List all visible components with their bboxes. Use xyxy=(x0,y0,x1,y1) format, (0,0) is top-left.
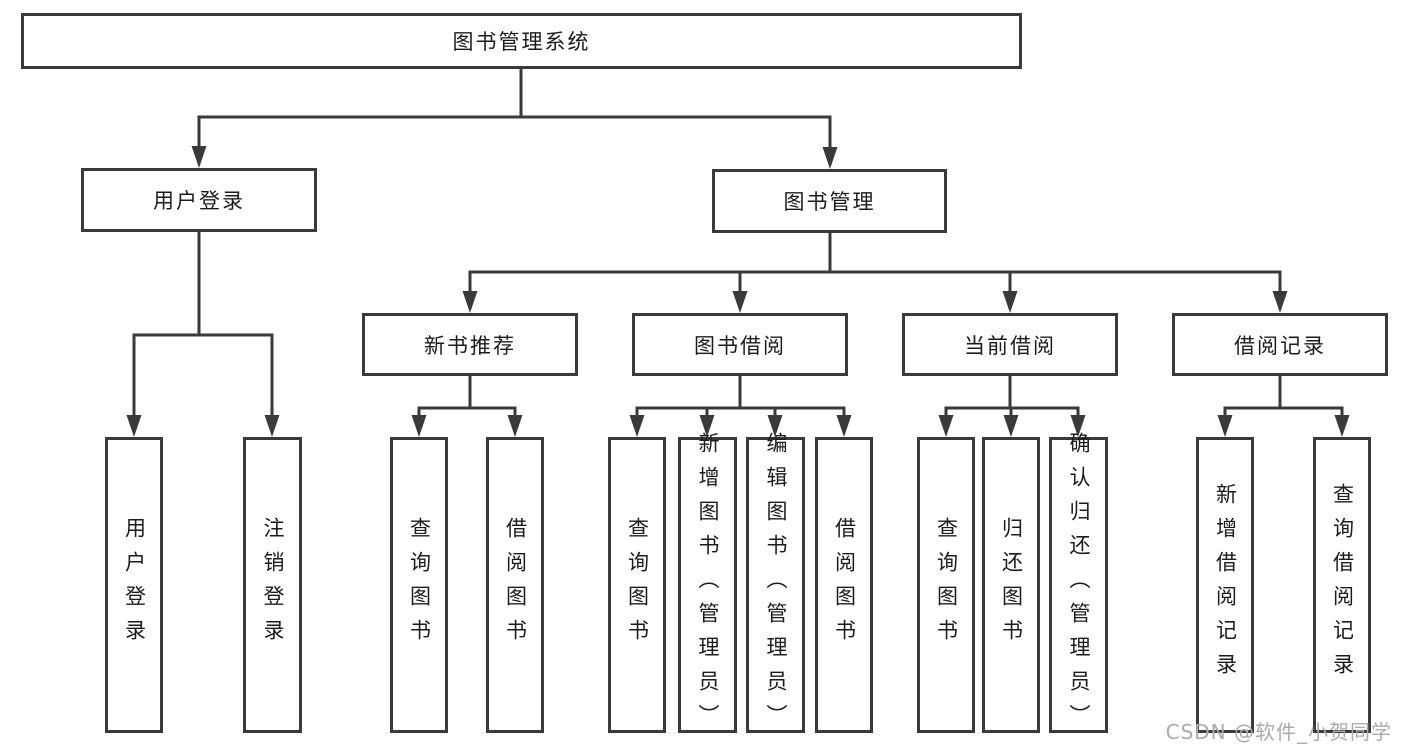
leaf-query-books-recommend: 查询图书 xyxy=(390,437,448,733)
leaf-borrow-books-label: 借阅图书 xyxy=(832,517,857,653)
node-book-borrowing: 图书借阅 xyxy=(632,313,848,376)
leaf-return-books-label: 归还图书 xyxy=(999,517,1024,653)
leaf-logout: 注销登录 xyxy=(243,437,302,733)
leaf-return-books: 归还图书 xyxy=(982,437,1040,733)
node-current-borrowing: 当前借阅 xyxy=(902,313,1118,376)
node-book-management: 图书管理 xyxy=(712,169,947,233)
leaf-query-books-borrowing: 查询图书 xyxy=(608,437,666,733)
node-new-book-recommend: 新书推荐 xyxy=(362,313,578,376)
node-library-management-system: 图书管理系统 xyxy=(21,13,1022,69)
leaf-query-books-current: 查询图书 xyxy=(917,437,975,733)
csdn-watermark: CSDN @软件_小贺同学 xyxy=(1165,720,1392,744)
node-borrowing-records: 借阅记录 xyxy=(1172,313,1388,376)
leaf-confirm-return-admin: 确认归还（管理员） xyxy=(1049,432,1108,738)
leaf-query-books-recommend-label: 查询图书 xyxy=(407,517,432,653)
leaf-query-books-borrowing-label: 查询图书 xyxy=(625,517,650,653)
leaf-add-borrow-record: 新增借阅记录 xyxy=(1196,437,1254,733)
leaf-edit-books-admin: 编辑图书（管理员） xyxy=(746,432,805,738)
leaf-borrow-books-recommend: 借阅图书 xyxy=(486,437,544,733)
node-user-login: 用户登录 xyxy=(81,168,317,232)
leaf-confirm-return-admin-label: 确认归还（管理员） xyxy=(1067,432,1091,738)
leaf-edit-books-admin-label: 编辑图书（管理员） xyxy=(764,432,788,738)
leaf-query-books-current-label: 查询图书 xyxy=(934,517,959,653)
leaf-logout-label: 注销登录 xyxy=(261,517,285,653)
leaf-borrow-books: 借阅图书 xyxy=(815,437,873,733)
leaf-query-borrow-record-label: 查询借阅记录 xyxy=(1330,483,1355,687)
leaf-add-borrow-record-label: 新增借阅记录 xyxy=(1213,483,1238,687)
leaf-user-login: 用户登录 xyxy=(105,437,163,733)
leaf-user-login-label: 用户登录 xyxy=(122,517,147,653)
leaf-query-borrow-record: 查询借阅记录 xyxy=(1313,437,1371,733)
leaf-add-books-admin-label: 新增图书（管理员） xyxy=(696,432,720,738)
leaf-borrow-books-recommend-label: 借阅图书 xyxy=(503,517,528,653)
leaf-add-books-admin: 新增图书（管理员） xyxy=(678,432,737,738)
